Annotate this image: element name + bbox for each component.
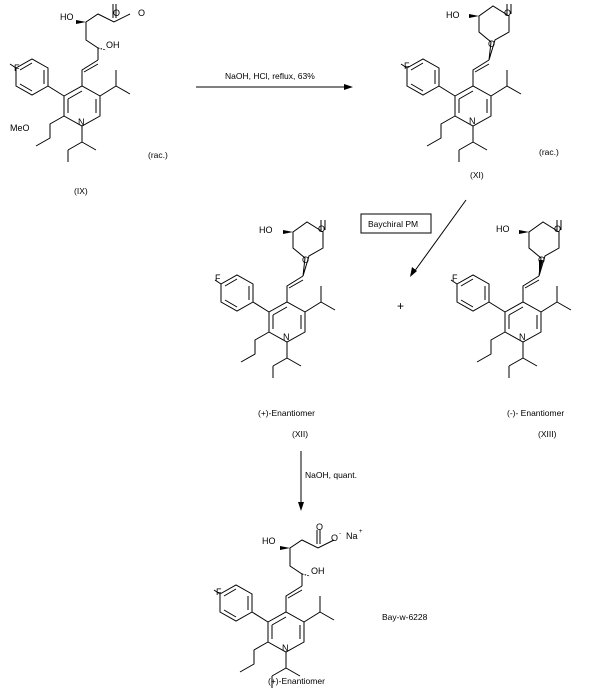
compound-xi-structure — [400, 4, 522, 163]
atom-meo-ix: MeO — [10, 123, 30, 133]
label-rac-ix: (rac.) — [148, 150, 168, 160]
label-step-1-conditions: NaOH, HCl, reflux, 63% — [225, 71, 315, 81]
compound-xii-structure — [214, 220, 336, 379]
atom-f-final: F — [216, 587, 222, 597]
atom-ho-final: HO — [262, 536, 276, 546]
atom-ho-xiii: HO — [496, 224, 510, 234]
atom-o-ester-ix: O — [113, 8, 120, 18]
final-compound-structure — [213, 530, 335, 689]
label-step-3-conditions: NaOH, quant. — [305, 470, 357, 480]
counterion-na: Na — [346, 531, 358, 541]
atom-ho-xii: HO — [259, 225, 273, 235]
atom-f-xii: F — [215, 273, 221, 283]
atom-o-anion-final: O — [331, 533, 338, 543]
atom-oh-ix: OH — [106, 40, 120, 50]
atom-o-ring-xiii: O — [538, 255, 545, 265]
label-enantiomer-xii: (+)-Enantiomer — [258, 408, 315, 418]
charge-minus-final: - — [339, 531, 341, 537]
label-compound-xiii: (XIII) — [538, 429, 557, 439]
atom-f-xi: F — [404, 61, 410, 71]
atom-o-carbonyl-xiii: O — [554, 224, 561, 234]
label-step-2-conditions: Baychiral PM — [368, 219, 418, 229]
atom-n-ix: N — [78, 117, 85, 127]
atom-oh-final: OH — [311, 566, 325, 576]
atom-f-xiii: F — [452, 273, 458, 283]
label-enantiomer-final: (+)-Enantiomer — [268, 676, 325, 686]
baychiral-box — [360, 213, 432, 234]
atom-n-final: N — [282, 643, 289, 653]
label-final-name: Bay-w-6228 — [382, 612, 428, 622]
label-enantiomer-xiii: (-)- Enantiomer — [507, 408, 564, 418]
atom-o-carbonyl-xi: O — [504, 8, 511, 18]
compound-ix-structure — [9, 4, 131, 163]
atom-o-carbonyl-xii: O — [318, 224, 325, 234]
plus-sign: + — [397, 299, 404, 313]
label-rac-xi: (rac.) — [539, 147, 559, 157]
arrowhead-step-2 — [410, 267, 417, 277]
arrowhead-step-3 — [298, 502, 304, 511]
atom-ho-xi: HO — [446, 10, 460, 20]
atom-ho-ix: HO — [60, 12, 74, 22]
atom-o-ring-xii: O — [302, 255, 309, 265]
atom-o-final: O — [316, 522, 323, 532]
atom-n-xii: N — [283, 332, 290, 342]
atom-o-methyl-ix: O — [138, 8, 145, 18]
arrowhead-step-1 — [344, 84, 353, 90]
atom-n-xiii: N — [519, 332, 526, 342]
compound-xiii-structure — [450, 220, 572, 379]
charge-plus-final: + — [359, 529, 363, 535]
atom-o-ring-xi: O — [488, 39, 495, 49]
label-compound-ix: (IX) — [74, 186, 88, 196]
label-compound-xi: (XI) — [470, 170, 484, 180]
atom-f-ix: F — [14, 63, 20, 73]
atom-n-xi: N — [469, 116, 476, 126]
arrow-step-2 — [413, 199, 467, 273]
label-compound-xii: (XII) — [292, 429, 308, 439]
